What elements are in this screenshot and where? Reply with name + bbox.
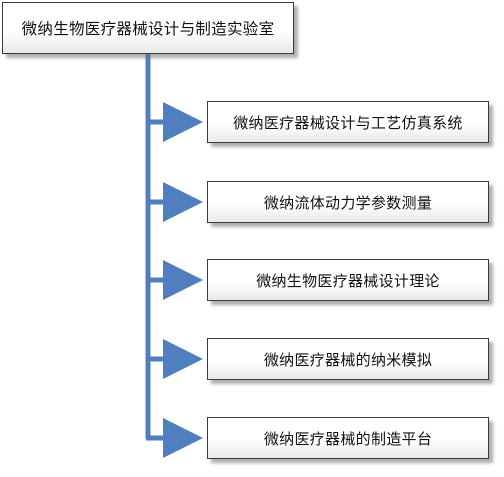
child-node-label: 微纳医疗器械设计与工艺仿真系统	[233, 113, 463, 132]
child-node-nano-simulation: 微纳医疗器械的纳米模拟	[207, 338, 489, 380]
child-node-design-theory: 微纳生物医疗器械设计理论	[207, 259, 489, 301]
child-node-label: 微纳医疗器械的纳米模拟	[263, 350, 433, 369]
root-node-label: 微纳生物医疗器械设计与制造实验室	[21, 20, 275, 38]
child-node-label: 微纳医疗器械的制造平台	[263, 429, 433, 448]
child-node-fluid-dynamics: 微纳流体动力学参数测量	[207, 181, 489, 223]
root-node: 微纳生物医疗器械设计与制造实验室	[2, 2, 294, 54]
child-node-manufacturing-platform: 微纳医疗器械的制造平台	[207, 417, 489, 459]
child-node-label: 微纳生物医疗器械设计理论	[256, 271, 440, 290]
child-node-label: 微纳流体动力学参数测量	[263, 193, 433, 212]
child-node-simulation-system: 微纳医疗器械设计与工艺仿真系统	[207, 101, 489, 143]
